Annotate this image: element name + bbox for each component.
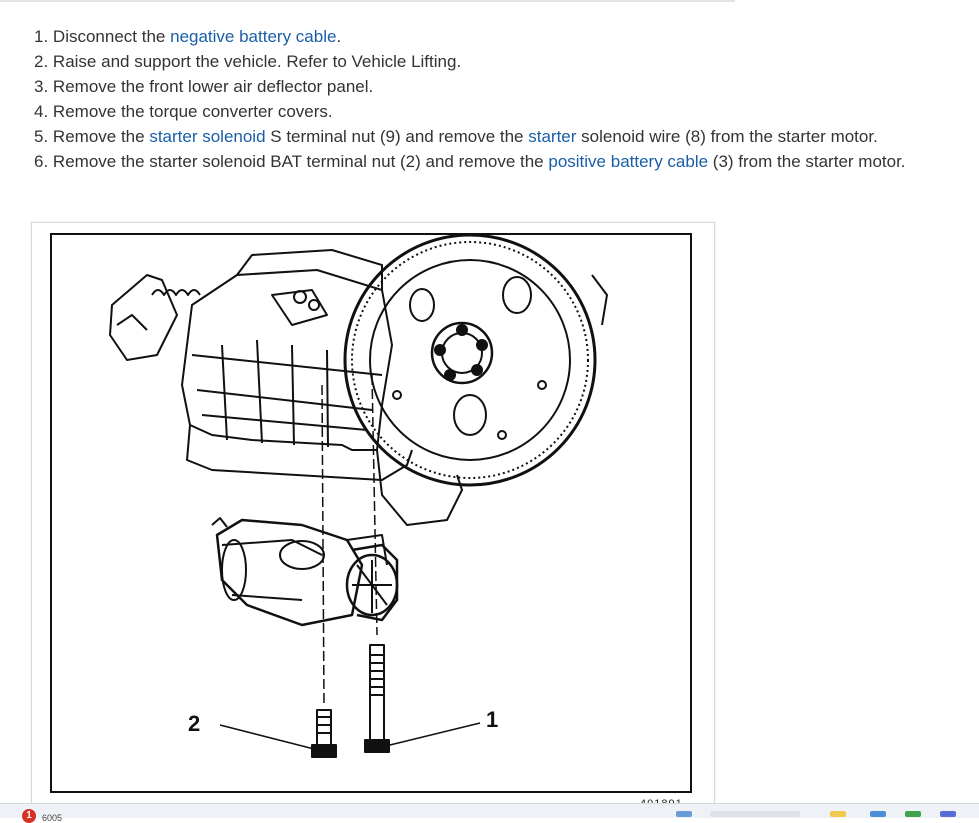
step-link[interactable]: positive battery cable [548,152,709,171]
step-text: Remove the torque converter covers. [52,102,333,121]
step-text: Remove the [52,127,150,146]
step-link[interactable]: starter [528,127,577,146]
browser-icon[interactable] [870,811,886,817]
step-link[interactable]: starter solenoid [149,127,266,146]
step-text: S terminal nut (9) and remove the [265,127,529,146]
step-text: . [336,27,342,46]
step-number: 3. [34,77,49,96]
taskbar-label: 6005 [42,813,63,823]
callout-2: 2 [188,711,201,736]
callout-1: 1 [486,707,499,732]
step-text: solenoid wire (8) from the starter motor… [576,127,878,146]
app-icon-2[interactable] [940,811,956,817]
top-divider [0,0,735,2]
procedure-steps: 1. Disconnect the negative battery cable… [34,24,906,174]
taskbar: 1 6005 [0,803,979,823]
step-text: Remove the starter solenoid BAT terminal… [52,152,549,171]
search-pill-icon[interactable] [710,811,800,817]
step-number: 4. [34,102,49,121]
procedure-step: 1. Disconnect the negative battery cable… [34,24,906,49]
step-text: Remove the front lower air deflector pan… [52,77,374,96]
step-link[interactable]: negative battery cable [170,27,337,46]
notification-badge[interactable]: 1 [22,809,36,823]
folder-icon[interactable] [830,811,846,817]
figure-card: 2 1 [31,222,715,814]
step-number: 6. [34,152,49,171]
step-text: (3) from the starter motor. [708,152,906,171]
step-text: Disconnect the [52,27,171,46]
step-text: Raise and support the vehicle. Refer to … [52,52,462,71]
procedure-step: 5. Remove the starter solenoid S termina… [34,124,906,149]
step-number: 1. [34,27,49,46]
starter-removal-illustration: 2 1 [50,233,692,793]
step-number: 5. [34,127,49,146]
window-icon[interactable] [676,811,692,817]
procedure-step: 2. Raise and support the vehicle. Refer … [34,49,906,74]
app-icon[interactable] [905,811,921,817]
starter-motor-drawing [109,235,608,758]
procedure-step: 3. Remove the front lower air deflector … [34,74,906,99]
step-number: 2. [34,52,49,71]
procedure-step: 4. Remove the torque converter covers. [34,99,906,124]
procedure-step: 6. Remove the starter solenoid BAT termi… [34,149,906,174]
